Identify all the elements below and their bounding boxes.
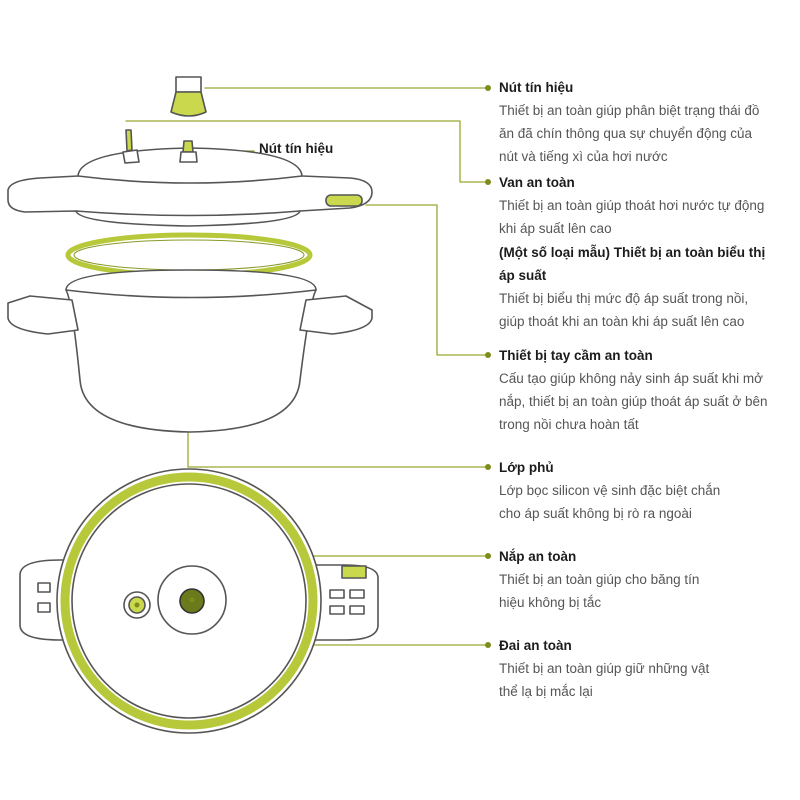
- callout-line: ăn đã chín thông qua sự chuyển động của: [499, 126, 752, 141]
- pot-body: [7, 269, 373, 433]
- callout-line: nắp, thiết bị an toàn giúp thoát áp suất…: [499, 394, 768, 409]
- callout-line: nút và tiếng xì của hơi nước: [499, 149, 668, 164]
- callout-line: cho áp suất không bị rò ra ngoài: [499, 506, 692, 521]
- callout-title-line2: áp suất: [499, 268, 547, 283]
- leader-dots: [134, 85, 491, 648]
- callout-safety-lid: Nắp an toàn Thiết bị an toàn giúp cho bă…: [499, 545, 699, 614]
- callout-line: trong nồi chưa hoàn tất: [499, 417, 639, 432]
- callout-title: Nút tín hiệu: [499, 80, 574, 95]
- callout-line: hiệu không bị tắc: [499, 595, 602, 610]
- callout-line: Lớp bọc silicon vệ sinh đặc biệt chắn: [499, 483, 721, 498]
- signal-knob-part: [170, 76, 207, 117]
- callout-line: Thiết bị an toàn giúp cho băng tín: [499, 572, 700, 587]
- callout-title: Đai an toàn: [499, 638, 572, 653]
- callout-line: thể lạ bị mắc lại: [499, 684, 593, 699]
- callout-title: (Một số loại mẫu) Thiết bị an toàn biểu …: [499, 245, 766, 260]
- callout-line: giúp thoát khi an toàn khi áp suất lên c…: [499, 314, 745, 329]
- callout-gasket: Lớp phủ Lớp bọc silicon vệ sinh đặc biệt…: [499, 456, 720, 525]
- callout-line: Cấu tạo giúp không nảy sinh áp suất khi …: [499, 371, 764, 386]
- top-view: [19, 468, 379, 734]
- callout-line: Thiết bị an toàn giúp thoát hơi nước tự …: [499, 198, 765, 213]
- callout-title: Van an toàn: [499, 175, 575, 190]
- callout-title: Thiết bị tay cầm an toàn: [499, 348, 653, 363]
- callout-line: Thiết bị biểu thị mức độ áp suất trong n…: [499, 291, 749, 306]
- callout-title: Nắp an toàn: [499, 549, 577, 564]
- callout-safety-belt: Đai an toàn Thiết bị an toàn giúp giữ nh…: [499, 634, 709, 703]
- leader-pressure-indicator: [365, 204, 489, 356]
- callout-pressure-indicator: (Một số loại mẫu) Thiết bị an toàn biểu …: [499, 241, 765, 333]
- callout-line: khi áp suất lên cao: [499, 221, 612, 236]
- callout-title: Lớp phủ: [499, 460, 554, 475]
- callout-signal-knob: Nút tín hiệu Thiết bị an toàn giúp phân …: [499, 76, 759, 168]
- callout-line: Thiết bị an toàn giúp phân biệt trạng th…: [499, 103, 760, 118]
- callout-safety-valve: Van an toàn Thiết bị an toàn giúp thoát …: [499, 171, 764, 240]
- leader-safety-valve: [125, 120, 489, 183]
- gasket-ring: [65, 232, 313, 278]
- callout-line: Thiết bị an toàn giúp giữ những vật: [499, 661, 710, 676]
- pointer-label-signal-knob: Nút tín hiệu: [259, 141, 334, 156]
- lid: [7, 129, 373, 227]
- callout-safety-handle: Thiết bị tay cầm an toàn Cấu tạo giúp kh…: [499, 344, 768, 436]
